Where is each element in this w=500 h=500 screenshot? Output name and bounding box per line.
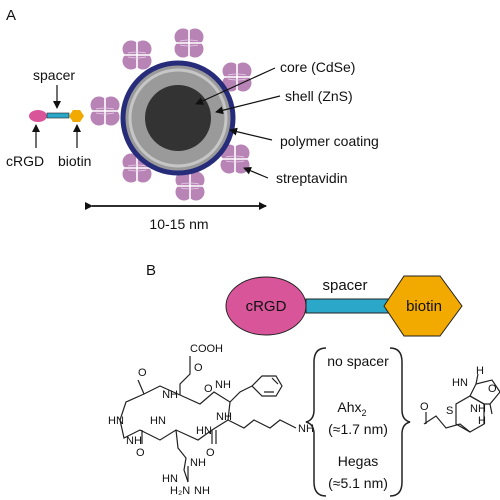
label-crgd: cRGD [6, 153, 44, 169]
panel-a-letter: A [6, 7, 16, 24]
panel-b: B cRGD spacer biotin [108, 262, 500, 497]
mini-spacer [46, 112, 70, 119]
atom-o4: O [204, 383, 213, 395]
spacer-bar [305, 298, 391, 314]
atom-nh6: NH [298, 423, 314, 435]
biotin-hexagon [383, 275, 463, 337]
streptavidin-icon [173, 27, 205, 59]
size-label: 10-15 nm [149, 216, 208, 232]
label-spacer: spacer [33, 67, 75, 83]
atom-nh5: NH [194, 485, 210, 497]
streptavidin-icon [89, 95, 121, 127]
biotin-label: biotin [406, 298, 442, 315]
atom-o5: O [206, 447, 215, 459]
mini-biotin [69, 110, 84, 122]
atom-hn1: HN [108, 415, 124, 427]
streptavidin-icon [174, 170, 206, 202]
shell-highlight [128, 68, 228, 168]
option-hegas: Hegas [338, 453, 378, 469]
label-biotin: biotin [58, 153, 91, 169]
atom-h1: H [476, 365, 484, 377]
crgd-label: cRGD [246, 298, 287, 315]
right-brace [389, 347, 411, 497]
atom-o3: O [136, 447, 145, 459]
option-ahx-length: (≈1.7 nm) [328, 421, 388, 437]
conjugate-schematic: cRGD spacer biotin [225, 275, 463, 337]
biotin-structure [423, 373, 500, 433]
atom-nh1: NH [162, 389, 178, 401]
streptavidin-icon [221, 61, 253, 93]
panel-b-letter: B [146, 262, 156, 279]
streptavidin-icon [121, 39, 153, 71]
atom-h2n: H₂N [170, 485, 190, 497]
core [145, 85, 211, 151]
atom-hn2: HN [150, 415, 166, 427]
atom-hn3: HN [196, 425, 212, 437]
spacer-label: spacer [322, 277, 367, 294]
atom-nh7: NH [126, 435, 142, 447]
option-ahx: Ahx2 [337, 399, 366, 418]
panel-a: A [6, 7, 379, 232]
atom-nh4: NH [190, 457, 206, 469]
left-brace [305, 347, 327, 497]
atom-s: S [446, 405, 453, 417]
atom-hn4: HN [162, 473, 178, 485]
atom-o-bio: O [488, 383, 497, 395]
atom-o2: O [138, 367, 147, 379]
label-shell: shell (ZnS) [285, 88, 353, 104]
atom-nh-bio: NH [470, 403, 486, 415]
atom-hn-bio: HN [452, 377, 468, 389]
label-core: core (CdSe) [280, 59, 355, 75]
mini-conjugate [29, 110, 84, 122]
label-streptavidin: streptavidin [276, 170, 348, 186]
label-polymer-coating: polymer coating [280, 133, 379, 149]
mini-crgd [29, 110, 47, 122]
atom-nh2: NH [215, 379, 231, 391]
atom-o-acyl: O [420, 401, 429, 413]
option-hegas-length: (≈5.1 nm) [328, 475, 388, 491]
atom-cooh: COOH [190, 343, 223, 355]
atom-o1: O [194, 362, 203, 374]
panel-a-pointers [32, 67, 281, 179]
crgd-structure [119, 356, 297, 483]
atom-h2: H [478, 415, 486, 427]
atom-nh3: NH [216, 411, 232, 423]
option-no-spacer: no spacer [327, 353, 389, 369]
